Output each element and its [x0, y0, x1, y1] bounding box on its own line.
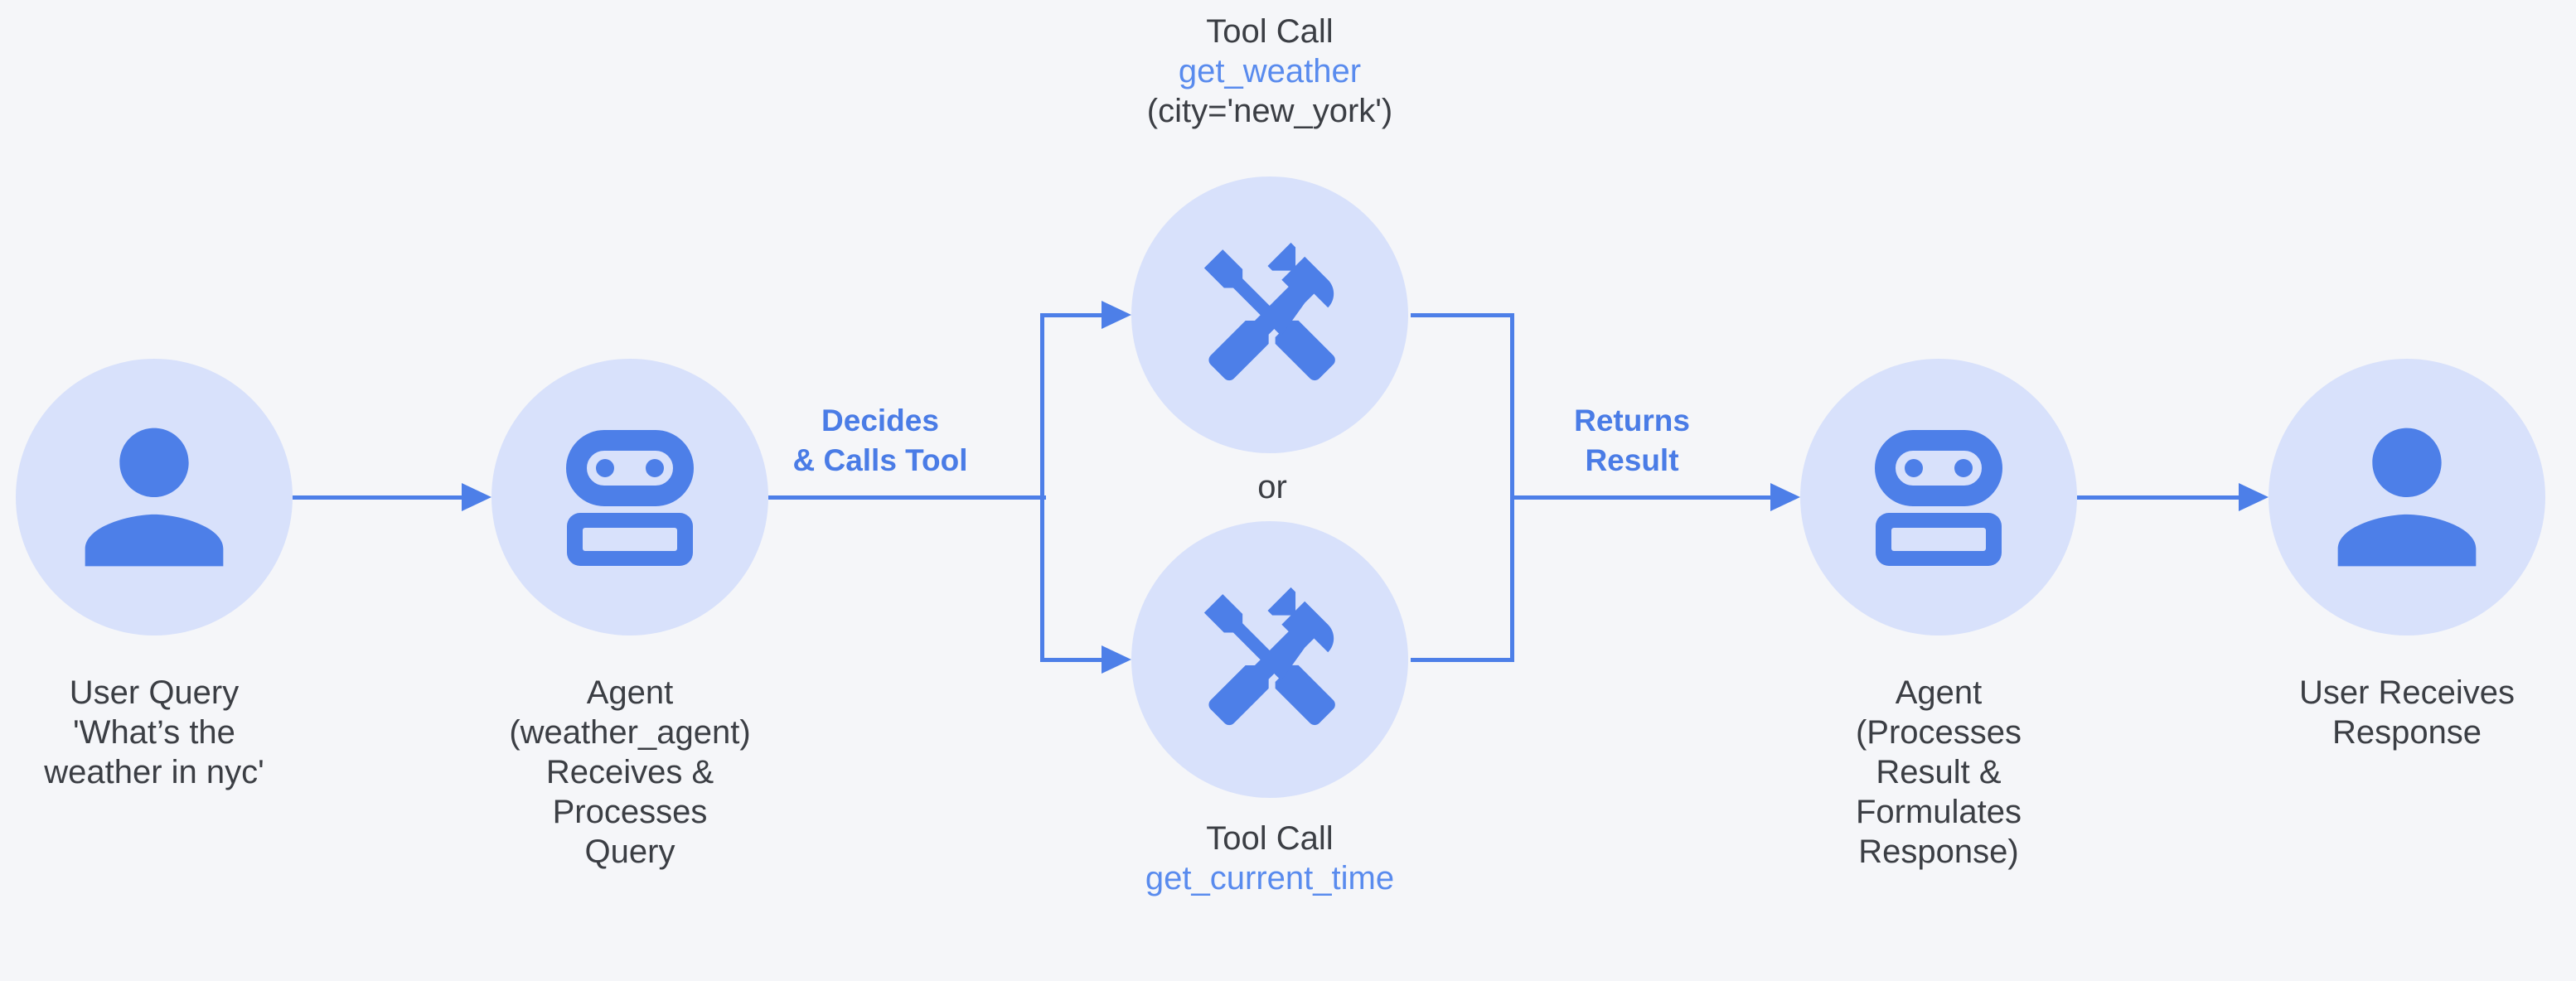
- user-query-label: User Query 'What’s the weather in nyc': [0, 673, 361, 792]
- label-line: weather in nyc': [44, 754, 264, 790]
- tool-get-weather-label: Tool Call get_weather (city='new_york'): [1063, 12, 1477, 131]
- arrowhead: [462, 483, 491, 511]
- connector-user-to-agent: [293, 495, 464, 500]
- robot-body-slot: [583, 528, 677, 551]
- person-icon: [85, 428, 224, 567]
- connector-split-to-tool-top: [1040, 313, 1104, 317]
- node-agent-respond: [1800, 359, 2077, 635]
- connector-tool-bottom-to-merge: [1411, 658, 1514, 662]
- label-line: & Calls Tool: [792, 443, 968, 477]
- label-line: Result &: [1876, 754, 2002, 790]
- connector-split-to-tool-bottom: [1040, 658, 1104, 662]
- label-line: Query: [584, 834, 675, 870]
- label-line: User Query: [69, 674, 240, 711]
- node-user-query: [16, 359, 293, 635]
- connector-merge-to-agent: [1510, 495, 1770, 500]
- connector-agent-to-user: [2077, 495, 2240, 500]
- tool-name-label: get_current_time: [1145, 860, 1395, 896]
- arrowhead: [1770, 483, 1800, 511]
- tool-get-current-time-label: Tool Call get_current_time: [1063, 819, 1477, 898]
- label-line: Returns: [1574, 404, 1690, 437]
- person-icon: [2337, 428, 2477, 567]
- connector-tool-top-to-merge: [1411, 313, 1514, 317]
- robot-head: [566, 430, 694, 506]
- merge-vertical-line: [1510, 313, 1514, 662]
- node-agent-receive: [491, 359, 768, 635]
- robot-eye: [646, 459, 664, 477]
- arrowhead: [2239, 483, 2269, 511]
- connector-agent-to-split: [768, 495, 1046, 500]
- arrowhead: [1102, 301, 1131, 329]
- label-line: (city='new_york'): [1146, 93, 1393, 129]
- robot-eye: [1905, 459, 1923, 477]
- label-line: (weather_agent): [509, 714, 751, 751]
- edge-label-decides-calls-tool: Decides & Calls Tool: [714, 401, 1046, 481]
- arrowhead: [1102, 645, 1131, 674]
- label-line: User Receives: [2298, 674, 2515, 711]
- or-label: or: [1257, 469, 1287, 505]
- label-line: Receives &: [545, 754, 714, 790]
- node-tool-get-current-time: [1131, 521, 1408, 798]
- label-line: (Processes: [1855, 714, 2022, 751]
- label-line: Response): [1858, 834, 2019, 870]
- node-user-response: [2269, 359, 2545, 635]
- agent-receive-label: Agent (weather_agent) Receives & Process…: [423, 673, 837, 872]
- tools-icon: [1203, 242, 1335, 381]
- tool-name-label: get_weather: [1178, 53, 1362, 89]
- label-line: Tool Call: [1206, 820, 1334, 857]
- label-line: 'What’s the: [73, 714, 235, 751]
- agent-respond-label: Agent (Processes Result & Formulates Res…: [1731, 673, 2146, 872]
- label-line: Tool Call: [1206, 13, 1334, 50]
- label-line: Agent: [586, 674, 674, 711]
- label-line: Result: [1585, 443, 1679, 477]
- label-line: Decides: [821, 404, 939, 437]
- split-vertical-line: [1040, 313, 1044, 662]
- label-line: Processes: [552, 794, 708, 830]
- label-line: Formulates: [1855, 794, 2022, 830]
- label-line: Response: [2331, 714, 2482, 751]
- user-response-label: User Receives Response: [2200, 673, 2576, 752]
- robot-eye: [596, 459, 614, 477]
- node-tool-get-weather: [1131, 176, 1408, 453]
- label-line: Agent: [1895, 674, 1983, 711]
- tools-icon: [1203, 587, 1335, 726]
- robot-body-slot: [1891, 528, 1986, 551]
- edge-label-returns-result: Returns Result: [1466, 401, 1798, 481]
- robot-eye: [1954, 459, 1973, 477]
- robot-head: [1875, 430, 2002, 506]
